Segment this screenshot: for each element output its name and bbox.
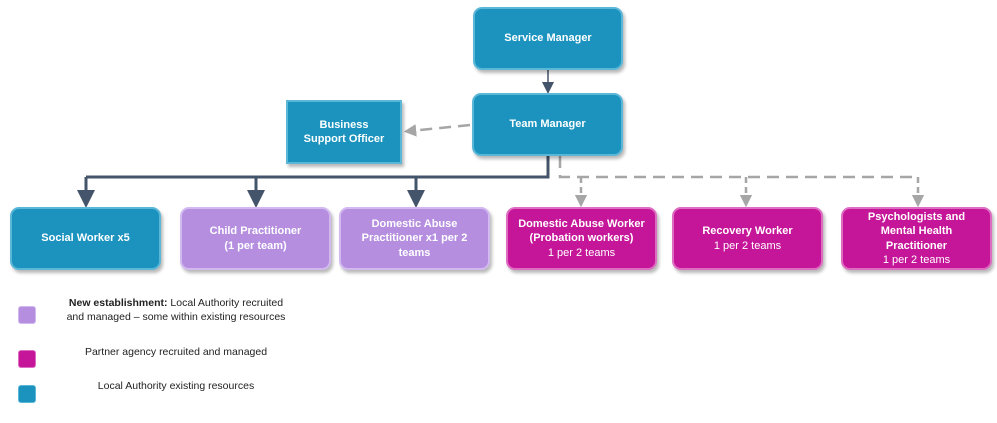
legend-swatch — [18, 385, 36, 403]
node-team-manager: Team Manager — [472, 93, 623, 156]
node-service-manager: Service Manager — [473, 7, 623, 70]
legend-swatch — [18, 306, 36, 324]
node-title: Social Worker x5 — [41, 232, 130, 245]
connector-team-to-business-support — [403, 123, 471, 137]
node-title: Business Support Officer — [303, 118, 385, 145]
node-social-worker: Social Worker x5 — [10, 207, 161, 270]
connector-team-to-partner-staff — [558, 156, 918, 179]
legend-text: Partner agency recruited and managed — [62, 345, 290, 359]
node-title: Psychologists and Mental Health Practiti… — [867, 210, 966, 252]
legend-label: Local Authority recruited and managed – … — [66, 297, 286, 324]
legend-item-la-existing: Local Authority existing resources — [18, 379, 318, 423]
node-business-support-officer: Business Support Officer — [286, 100, 402, 164]
node-subtitle: 1 per 2 teams — [713, 239, 782, 252]
legend-item-new-establishment: New establishment: Local Authority recru… — [18, 296, 318, 340]
legend-label: Local Authority existing resources — [97, 380, 255, 392]
node-subtitle: (1 per team) — [224, 239, 287, 252]
connector-team-to-la-staff — [86, 156, 550, 179]
node-domestic-abuse-practitioner: Domestic Abuse Practitioner x1 per 2 tea… — [339, 207, 490, 270]
node-title: Recovery Worker — [702, 225, 793, 238]
node-subtitle: 1 per 2 teams — [882, 253, 951, 266]
node-subtitle: 1 per 2 teams — [547, 246, 616, 259]
node-domestic-abuse-worker: Domestic Abuse Worker (Probation workers… — [506, 207, 657, 270]
legend-text: New establishment: Local Authority recru… — [62, 296, 290, 324]
node-title: Domestic Abuse Practitioner x1 per 2 tea… — [361, 218, 468, 259]
legend-label: Partner agency recruited and managed — [84, 346, 268, 358]
node-child-practitioner: Child Practitioner (1 per team) — [180, 207, 331, 270]
legend-item-partner-agency: Partner agency recruited and managed — [18, 345, 318, 389]
node-recovery-worker: Recovery Worker 1 per 2 teams — [672, 207, 823, 270]
node-title: Domestic Abuse Worker (Probation workers… — [518, 218, 645, 245]
node-title: Team Manager — [509, 118, 586, 131]
legend-text: Local Authority existing resources — [62, 379, 290, 393]
node-title: Service Manager — [504, 32, 592, 45]
node-title: Child Practitioner — [209, 225, 302, 238]
connectors — [77, 70, 925, 208]
legend-swatch — [18, 350, 36, 368]
legend-bold: New establishment: — [68, 297, 168, 309]
node-psychologists: Psychologists and Mental Health Practiti… — [841, 207, 992, 270]
